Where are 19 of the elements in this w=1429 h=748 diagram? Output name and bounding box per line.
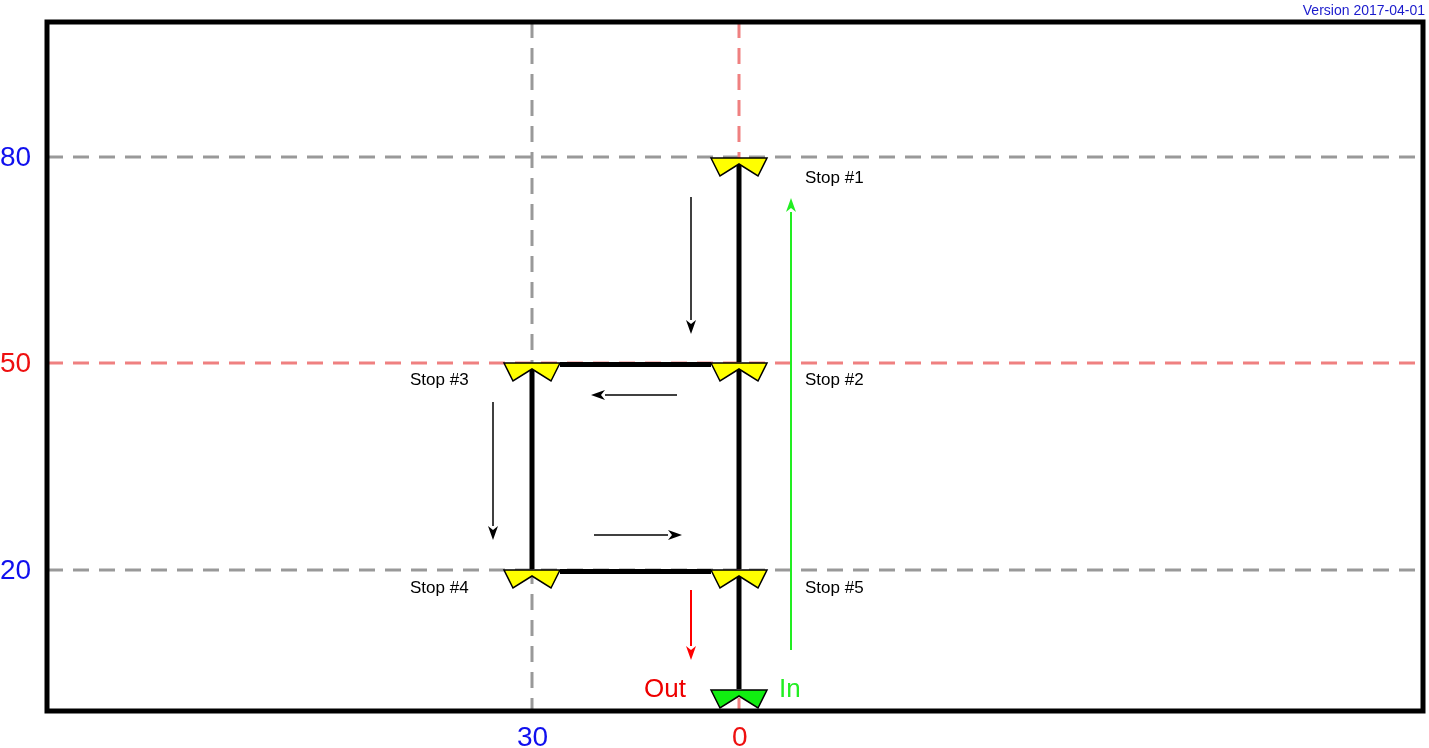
stop-label: Stop #2	[805, 371, 864, 388]
track-line	[560, 569, 711, 574]
track-line	[736, 576, 742, 689]
stop-label: Stop #1	[805, 169, 864, 186]
version-label: Version 2017-04-01	[1302, 3, 1425, 17]
track-line	[736, 369, 742, 569]
entry-label: In	[779, 675, 801, 701]
axis-label: 20	[0, 556, 32, 584]
stop-label: Stop #3	[410, 371, 469, 388]
axis-label: 30	[517, 723, 549, 748]
track-line	[560, 362, 711, 367]
axis-label: 50	[0, 349, 32, 377]
track-line	[736, 164, 742, 362]
exit-label: Out	[644, 675, 686, 701]
stop-label: Stop #4	[410, 579, 469, 596]
track-line	[529, 369, 535, 569]
stop-label: Stop #5	[805, 579, 864, 596]
axis-label: 80	[0, 143, 32, 171]
axis-label: 0	[732, 723, 748, 748]
